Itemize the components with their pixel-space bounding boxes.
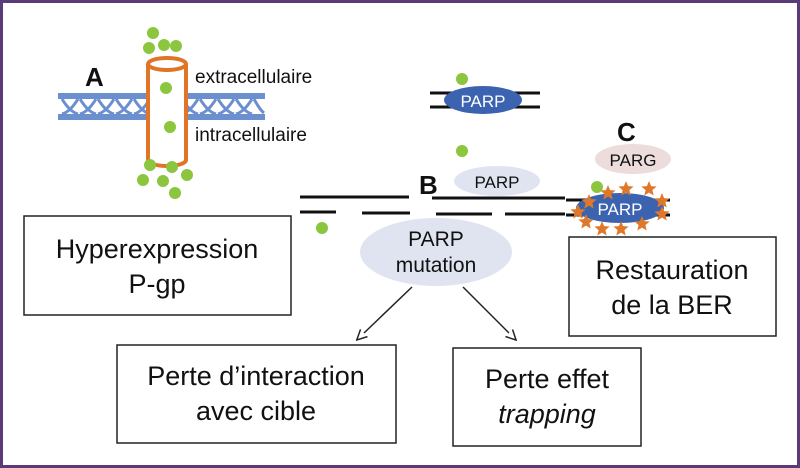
par-star <box>654 193 670 208</box>
parg-enzyme <box>595 144 671 174</box>
par-star <box>581 194 597 209</box>
parp-free-enzyme <box>454 166 540 196</box>
par-star <box>570 204 586 219</box>
pgp-pump <box>146 56 188 168</box>
parp-parylated-label: PARP <box>597 200 642 219</box>
drug-molecule <box>158 39 170 51</box>
panel-a-letter: A <box>85 62 104 92</box>
panel-a: A extracellulaire intracellulaire Hypere… <box>23 27 312 316</box>
drug-molecule <box>160 82 172 94</box>
drug-molecule <box>169 187 181 199</box>
arrow-to-trapping-loss <box>462 286 509 333</box>
drug-molecules-pgp <box>137 27 193 199</box>
trapping-loss-box <box>452 347 642 447</box>
par-star <box>578 214 594 229</box>
parp-free-label: PARP <box>474 173 519 192</box>
dna-strand-damaged <box>300 195 565 216</box>
pgp-overexpression-line1: Hyperexpression <box>56 234 259 264</box>
interaction-loss-line1: Perte d’interaction <box>147 361 365 391</box>
par-star <box>654 206 670 221</box>
par-star <box>613 221 629 236</box>
interaction-loss-box <box>116 344 397 444</box>
ber-restoration-line1: Restauration <box>595 255 748 285</box>
intracellular-label: intracellulaire <box>195 125 307 146</box>
drug-molecule <box>170 40 182 52</box>
drug-molecule <box>456 145 468 157</box>
parp-mutant-line1: PARP <box>408 228 464 251</box>
drug-molecule <box>456 73 468 85</box>
drug-molecule <box>591 181 603 193</box>
par-star <box>600 185 616 200</box>
drug-molecule <box>144 159 156 171</box>
drug-molecule <box>143 42 155 54</box>
drug-molecule <box>316 222 328 234</box>
parp-mutant-line2: mutation <box>396 254 477 277</box>
pgp-overexpression-box <box>23 215 292 316</box>
extracellular-label: extracellulaire <box>195 67 312 88</box>
drug-molecule <box>147 27 159 39</box>
drug-molecule <box>137 174 149 186</box>
parp-mutant-enzyme <box>360 218 512 286</box>
panel-c: C PARG PARP Restauration de la BER <box>566 117 777 337</box>
par-star <box>634 216 650 231</box>
ber-restoration-line2: de la BER <box>611 290 733 320</box>
interaction-loss-line2: avec cible <box>196 396 316 426</box>
panel-b: PARP PARP B PARP mutation Perte d’intera… <box>116 73 642 447</box>
drug-molecule <box>181 169 193 181</box>
par-star <box>618 181 634 196</box>
pgp-overexpression-line2: P-gp <box>128 269 185 299</box>
panel-b-letter: B <box>419 170 438 200</box>
drug-molecule <box>164 121 176 133</box>
par-star <box>641 181 657 196</box>
parp-parylated-enzyme <box>576 193 664 223</box>
ber-restoration-box <box>568 236 777 337</box>
drug-molecule <box>166 161 178 173</box>
parp-bound-label: PARP <box>460 92 505 111</box>
trapping-loss-line1: Perte effet <box>485 364 610 394</box>
trapping-loss-line2: trapping <box>498 399 596 429</box>
poly-adp-ribose-chains <box>570 181 670 236</box>
parg-label: PARG <box>610 151 657 170</box>
drug-molecule <box>157 175 169 187</box>
parp-bound-enzyme <box>444 86 522 114</box>
arrow-to-interaction-loss <box>364 286 413 333</box>
par-star <box>594 221 610 236</box>
panel-c-letter: C <box>617 117 636 147</box>
